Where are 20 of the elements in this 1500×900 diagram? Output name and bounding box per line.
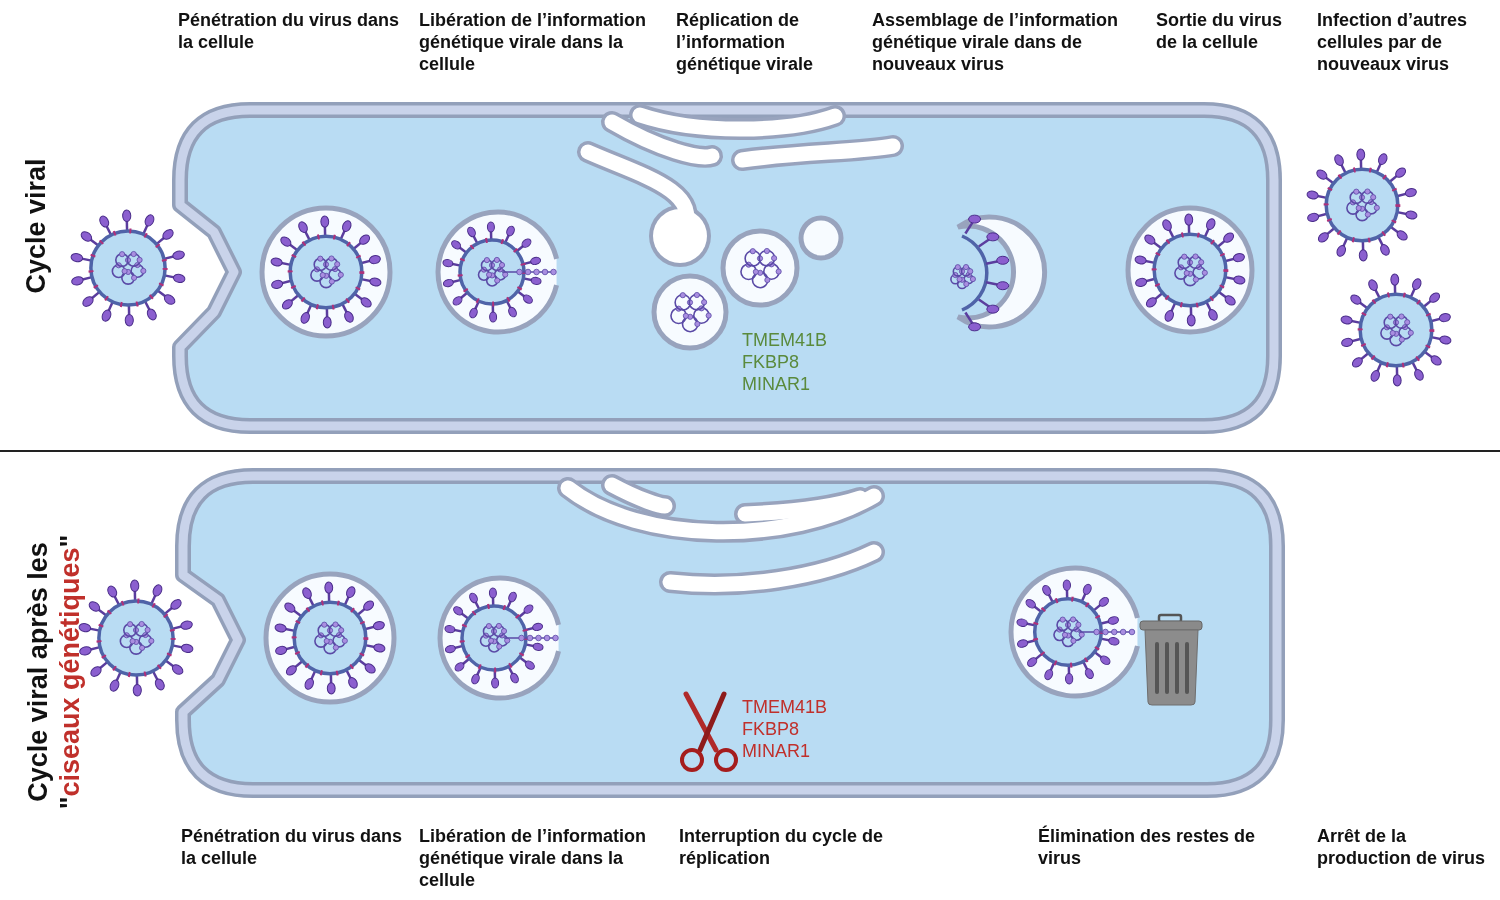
step-caption: Libération de l’information génétique virale dans la cellule — [419, 826, 647, 892]
step-caption: Pénétration du virus dans la cellule — [181, 826, 404, 870]
gene-label: MINAR1 — [742, 741, 810, 763]
step-caption: Élimination des restes de virus — [1038, 826, 1257, 870]
step-caption: Infection d’autres cellules par de nouveaux virus — [1317, 10, 1469, 76]
step-caption: Réplication de l’information génétique virale — [676, 10, 815, 76]
step-caption: Libération de l’information génétique virale dans la cellule — [419, 10, 647, 76]
step-caption: Arrêt de la production de virus — [1317, 826, 1486, 870]
gene-label: TMEM41B — [742, 330, 828, 352]
step-caption: Sortie du virus de la cellule — [1156, 10, 1284, 54]
step-caption: Assemblage de l’information génétique virale dans de nouveaux virus — [872, 10, 1120, 76]
step-caption: Pénétration du virus dans la cellule — [178, 10, 401, 54]
gene-label: TMEM41B — [742, 697, 828, 719]
row-title: Cycle viral — [19, 158, 52, 294]
gene-label: MINAR1 — [742, 374, 810, 396]
row-title: "ciseaux génétiques" — [53, 534, 86, 810]
step-caption: Interruption du cycle de réplication — [679, 826, 885, 870]
gene-label: FKBP8 — [742, 719, 800, 741]
row-title: Cycle viral après les — [21, 542, 54, 802]
gene-label: FKBP8 — [742, 352, 800, 374]
